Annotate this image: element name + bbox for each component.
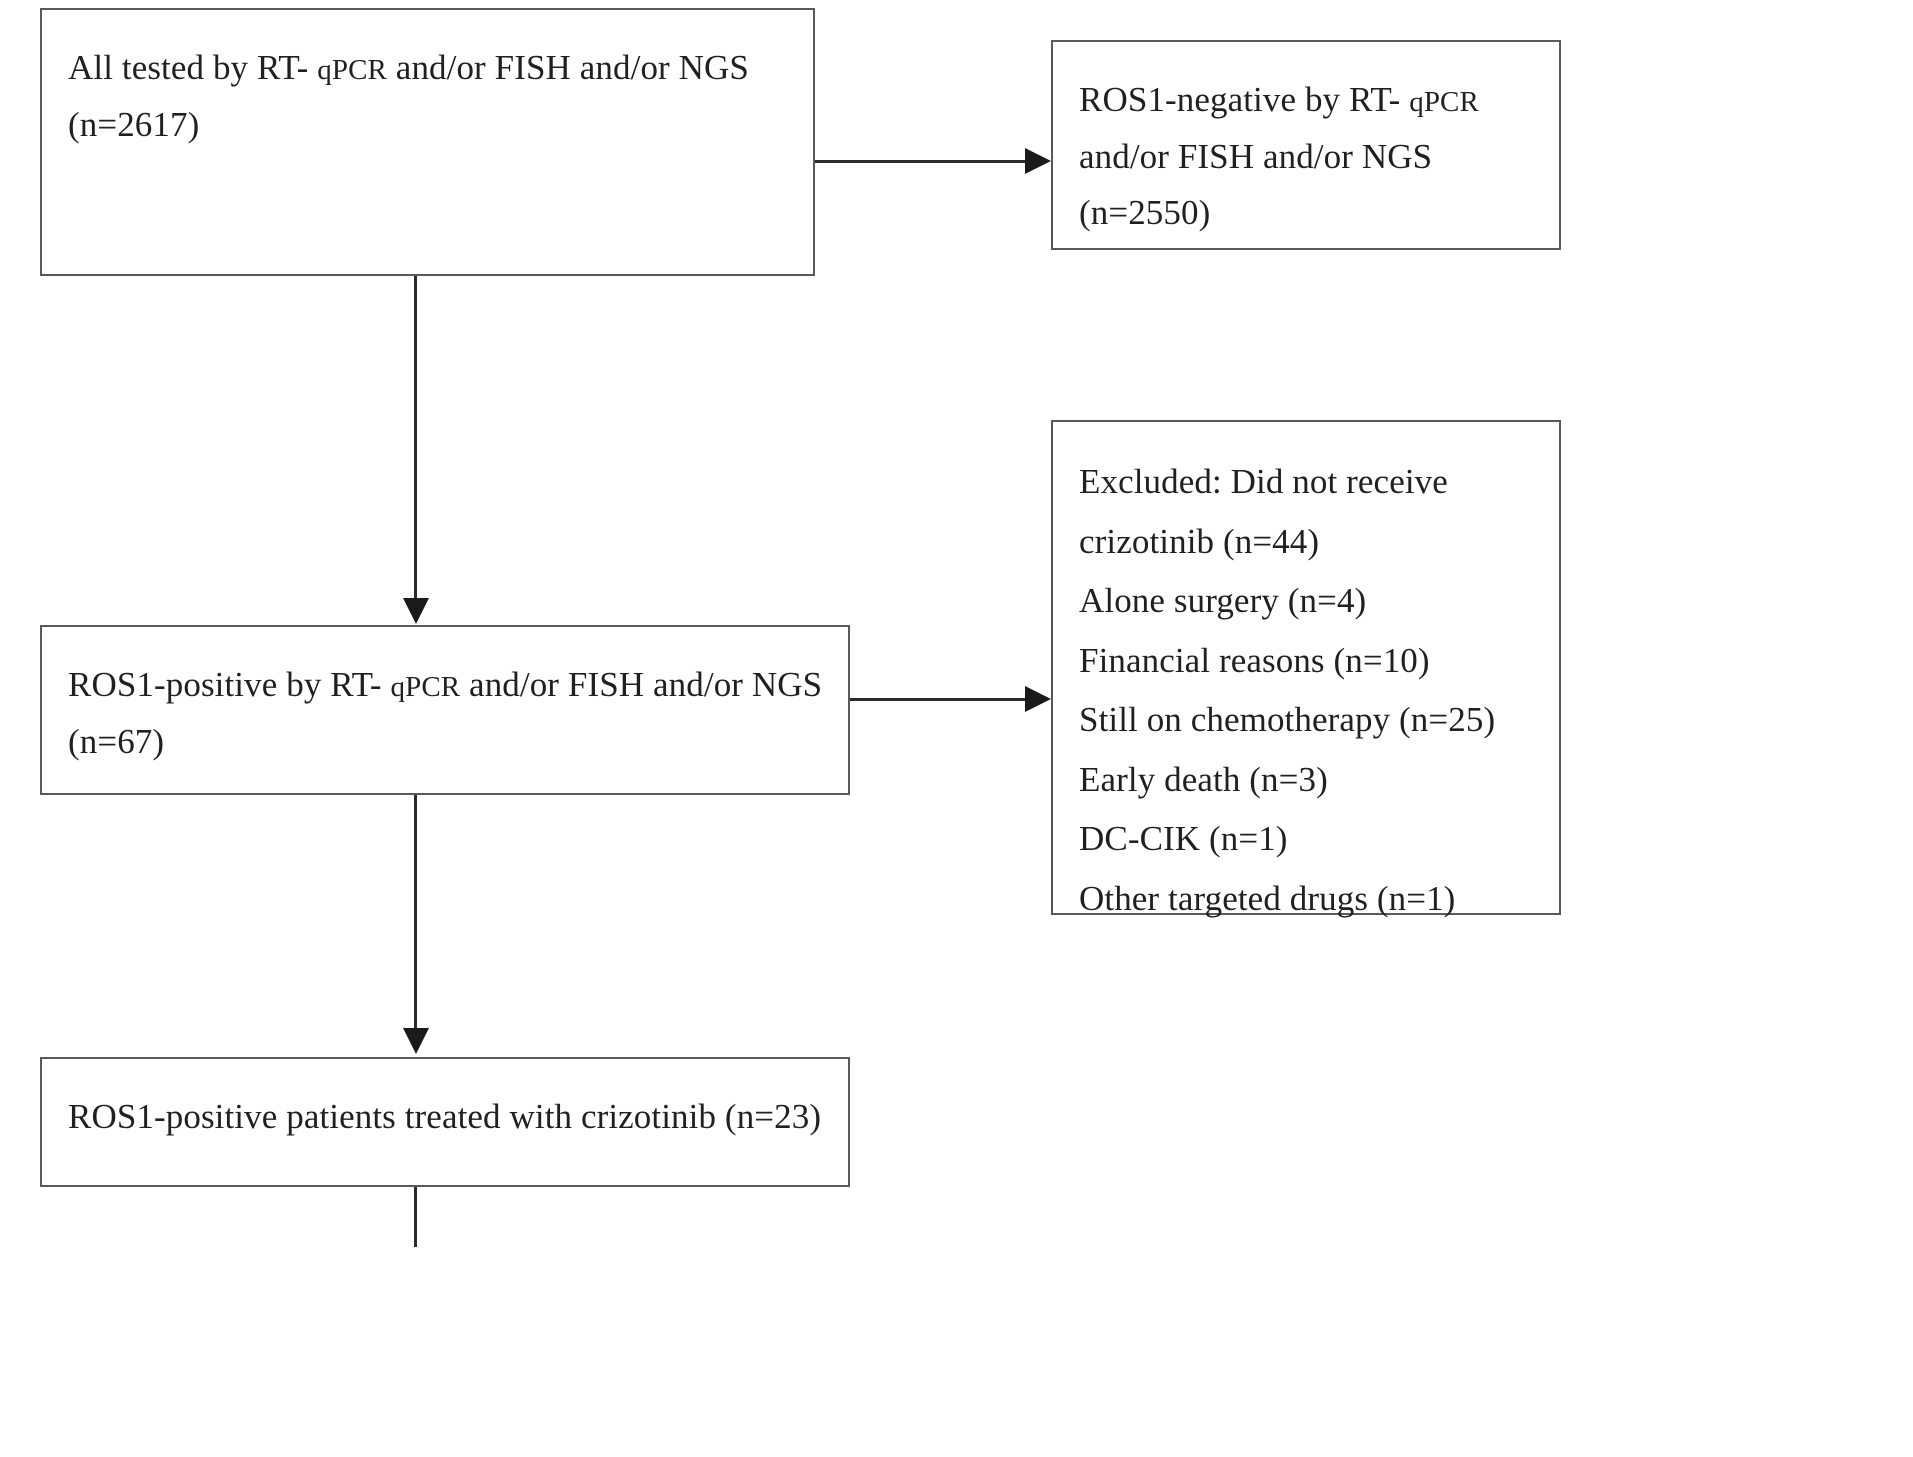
- connector-all-tested-to-ros1-negative: [815, 160, 1027, 163]
- box-all-tested: All tested by RT- qPCR and/or FISH and/o…: [40, 8, 815, 276]
- connector-all-tested-to-ros1-positive: [414, 276, 417, 601]
- connector-treated-outgoing: [414, 1187, 417, 1247]
- box-all-tested-line-1-prefix: All tested by RT-: [68, 48, 318, 87]
- box-excluded: Excluded: Did not receive crizotinib (n=…: [1051, 420, 1561, 918]
- box-treated-with-crizotinib: ROS1-positive patients treated with criz…: [40, 1057, 850, 1187]
- box-excluded-reason-alone-surgery: Alone surgery (n=4): [1079, 581, 1367, 620]
- box-all-tested-count: (n=2617): [68, 104, 200, 144]
- box-ros1-positive-line-1: ROS1-positive by RT- qPCR and/or FISH an…: [68, 657, 822, 714]
- connector-ros1-positive-to-excluded: [850, 698, 1027, 701]
- box-all-tested-line-1: All tested by RT- qPCR and/or FISH and/o…: [68, 40, 787, 97]
- box-ros1-negative-line-1-small: qPCR: [1409, 86, 1479, 118]
- arrow-head-down-ros1-positive: [403, 598, 429, 624]
- connector-ros1-positive-to-treated: [414, 795, 417, 1030]
- box-ros1-negative-line-1-prefix: ROS1-negative by RT-: [1079, 80, 1410, 119]
- box-ros1-negative-line-1: ROS1-negative by RT- qPCR: [1079, 72, 1533, 129]
- box-excluded-reason-early-death: Early death (n=3): [1079, 759, 1328, 799]
- box-ros1-positive-line-1-small: qPCR: [390, 671, 461, 703]
- box-ros1-positive-line-1-suffix: and/or FISH and/or NGS: [460, 665, 823, 704]
- box-excluded-reason-still-on-chemotherapy: Still on chemotherapy (n=25): [1079, 700, 1496, 739]
- box-ros1-positive: ROS1-positive by RT- qPCR and/or FISH an…: [40, 625, 850, 795]
- box-all-tested-line-1-small: qPCR: [317, 54, 387, 86]
- box-excluded-reason-dc-cik: DC-CIK (n=1): [1079, 819, 1288, 858]
- box-ros1-positive-line-1-prefix: ROS1-positive by RT-: [68, 665, 391, 704]
- box-ros1-negative: ROS1-negative by RT- qPCR and/or FISH an…: [1051, 40, 1561, 250]
- box-treated-line-1: ROS1-positive patients treated with criz…: [68, 1097, 822, 1136]
- box-ros1-positive-count: (n=67): [68, 721, 165, 761]
- box-excluded-title-line-2: crizotinib (n=44): [1079, 521, 1320, 561]
- arrow-head-right-ros1-negative: [1025, 148, 1051, 174]
- box-excluded-title-line-1: Excluded: Did not receive: [1079, 462, 1448, 501]
- box-ros1-negative-count: (n=2550): [1079, 193, 1211, 233]
- box-excluded-reason-other-targeted-drugs: Other targeted drugs (n=1): [1079, 878, 1456, 918]
- box-excluded-reason-financial-reasons: Financial reasons (n=10): [1079, 640, 1430, 680]
- box-ros1-negative-line-2: and/or FISH and/or NGS: [1079, 136, 1433, 176]
- arrow-head-down-treated: [403, 1028, 429, 1054]
- box-all-tested-line-1-suffix: and/or FISH and/or NGS: [386, 48, 749, 87]
- arrow-head-right-excluded: [1025, 686, 1051, 712]
